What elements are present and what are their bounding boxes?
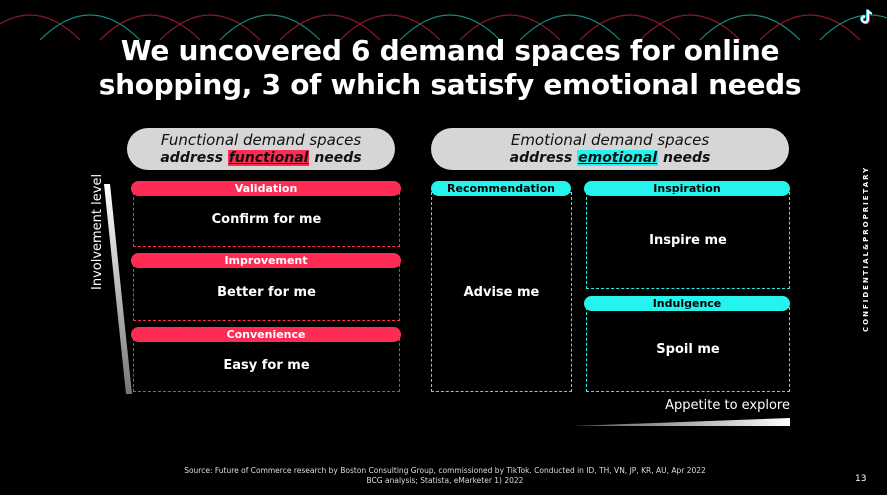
emotional-pill-subheading: address emotional needs [431, 149, 789, 167]
tiktok-logo-icon [860, 9, 873, 25]
confidential-proprietary-label: CONFIDENTIAL&PROPRIETARY [862, 165, 870, 332]
involvement-axis-wedge [104, 184, 132, 394]
appetite-axis-wedge [572, 418, 790, 426]
slide-title-line-2: shopping, 3 of which satisfy emotional n… [98, 68, 802, 101]
space-inspiration-text: Inspire me [649, 233, 727, 248]
space-improvement-text: Better for me [217, 285, 316, 300]
slide-title: We uncovered 6 demand spaces for online … [40, 34, 860, 102]
space-indulgence-text: Spoil me [656, 342, 720, 357]
space-validation-text: Confirm for me [211, 212, 322, 227]
emotional-demand-pill: Emotional demand spaces address emotiona… [431, 128, 789, 170]
space-validation: Confirm for me [133, 192, 400, 247]
appetite-to-explore-label: Appetite to explore [665, 398, 790, 413]
functional-demand-pill: Functional demand spaces address functio… [127, 128, 395, 170]
space-improvement: Better for me [133, 264, 400, 321]
emotional-pill-highlight: emotional [577, 150, 659, 166]
decorative-arc-pattern [0, 14, 887, 40]
space-convenience-text: Easy for me [223, 357, 310, 373]
space-convenience: Easy for me [133, 338, 400, 392]
emotional-pill-prefix: address [509, 150, 573, 166]
slide-title-line-1: We uncovered 6 demand spaces for online [120, 34, 780, 67]
functional-pill-highlight: functional [227, 150, 310, 166]
space-recommendation-text: Advise me [463, 284, 540, 300]
emotional-pill-heading: Emotional demand spaces [510, 131, 710, 149]
page-number: 13 [855, 474, 867, 484]
functional-pill-prefix: address [160, 150, 223, 166]
functional-pill-subheading: address functional needs [127, 149, 395, 167]
space-recommendation: Advise me [431, 192, 572, 392]
functional-pill-heading: Functional demand spaces [160, 131, 362, 149]
space-inspiration: Inspire me [586, 192, 790, 289]
source-line-1: Source: Future of Commerce research by B… [184, 466, 706, 475]
source-line-2: BCG analysis; Statista, eMarketer 1) 202… [366, 476, 524, 485]
functional-pill-suffix: needs [314, 150, 362, 166]
space-indulgence: Spoil me [586, 307, 790, 392]
emotional-pill-suffix: needs [663, 150, 711, 166]
source-footnote: Source: Future of Commerce research by B… [180, 466, 710, 486]
